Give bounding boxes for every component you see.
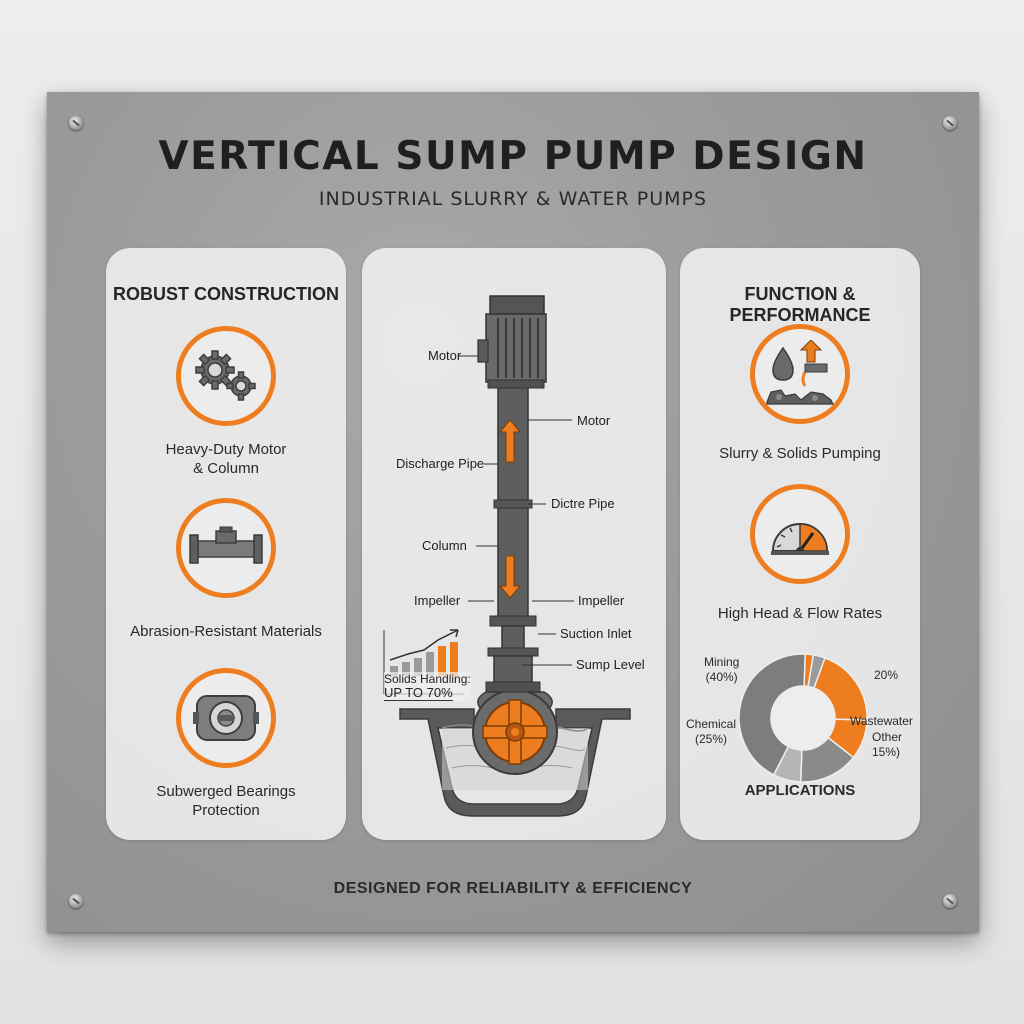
callout-discharge-pipe-right: Dictre Pipe <box>551 496 615 511</box>
donut-label-other: Other 15%) <box>872 730 902 760</box>
panel-heading-robust: ROBUST CONSTRUCTION <box>113 284 339 304</box>
donut-label-mining-name: Mining <box>704 655 740 669</box>
donut-label-chemical-name: Chemical <box>686 717 737 731</box>
callout-sump-level: Sump Level <box>576 657 645 672</box>
up-arrow-icon <box>498 419 522 463</box>
motor-body <box>485 313 547 383</box>
sign-board: VERTICAL SUMP PUMP DESIGN INDUSTRIAL SLU… <box>47 92 979 932</box>
applications-donut-chart <box>738 653 868 783</box>
feature-abrasion-resistant: Abrasion-Resistant Materials <box>106 498 346 641</box>
donut-hole <box>772 687 834 749</box>
footer-tagline: DESIGNED FOR RELIABILITY & EFFICIENCY <box>333 880 693 897</box>
motor-top <box>489 295 545 317</box>
callout-suction-inlet: Suction Inlet <box>560 626 632 641</box>
page-title: VERTICAL SUMP PUMP DESIGN <box>158 134 868 179</box>
down-arrow-icon <box>498 555 522 599</box>
applications-title: APPLICATIONS <box>744 782 856 799</box>
solids-handling-label: Solids Handling: <box>384 672 471 686</box>
screw-icon <box>943 116 957 130</box>
gauge-icon <box>750 484 850 584</box>
donut-label-chemical: Chemical (25%) <box>686 717 736 747</box>
function-performance-panel: FUNCTION & PERFORMANCE Slurry & Solids P… <box>680 248 920 840</box>
feature-heavy-duty: Heavy-Duty Motor & Column <box>106 326 346 478</box>
gears-icon <box>176 326 276 426</box>
feature-label-line2: & Column <box>193 460 259 477</box>
callout-impeller-right: Impeller <box>578 593 625 608</box>
donut-label-other-name: Other <box>872 730 903 744</box>
donut-label-mining: Mining (40%) <box>704 655 739 685</box>
feature-slurry: Slurry & Solids Pumping <box>680 324 920 463</box>
feature-label-line1: Subwerged Bearings <box>156 783 296 800</box>
callout-motor-right: Motor <box>577 413 611 428</box>
pump-diagram-panel: Motor Motor Discharge Pipe Dictre Pipe C… <box>362 248 666 840</box>
callout-motor-left: Motor <box>428 348 462 363</box>
feature-label-line2: Protection <box>192 802 260 819</box>
callout-column: Column <box>422 538 467 553</box>
bearing-icon <box>176 668 276 768</box>
screw-icon <box>69 894 83 908</box>
donut-slice-4 <box>738 653 807 776</box>
feature-label-high-head: High Head & Flow Rates <box>717 605 883 622</box>
donut-label-wastewater: Wastewater <box>850 714 913 728</box>
feature-label-slurry: Slurry & Solids Pumping <box>719 445 881 462</box>
donut-label-20: 20% <box>874 668 899 682</box>
donut-slice-6 <box>807 653 826 689</box>
feature-label-abrasion: Abrasion-Resistant Materials <box>130 623 322 640</box>
page-subtitle: INDUSTRIAL SLURRY & WATER PUMPS <box>318 188 708 210</box>
feature-high-head: High Head & Flow Rates <box>680 484 920 623</box>
pipe-flange-icon <box>176 498 276 598</box>
donut-label-mining-pct: (40%) <box>705 670 738 684</box>
slurry-icon <box>750 324 850 424</box>
screw-icon <box>69 116 83 130</box>
donut-label-other-pct: 15%) <box>872 745 901 759</box>
screw-icon <box>943 894 957 908</box>
feature-bearings: Subwerged Bearings Protection <box>106 668 346 820</box>
solids-handling-value: UP TO 70% <box>384 685 453 701</box>
donut-label-chemical-pct: (25%) <box>695 732 728 746</box>
feature-label-line1: Heavy-Duty Motor <box>165 441 287 458</box>
solids-handling-note: Solids Handling: UP TO 70% <box>384 672 471 701</box>
callout-discharge-pipe: Discharge Pipe <box>396 456 485 471</box>
callout-impeller-left: Impeller <box>414 593 461 608</box>
panel-heading-function: FUNCTION & PERFORMANCE <box>729 284 871 325</box>
pump-diagram <box>383 295 631 817</box>
robust-construction-panel: ROBUST CONSTRUCTION <box>106 248 346 840</box>
